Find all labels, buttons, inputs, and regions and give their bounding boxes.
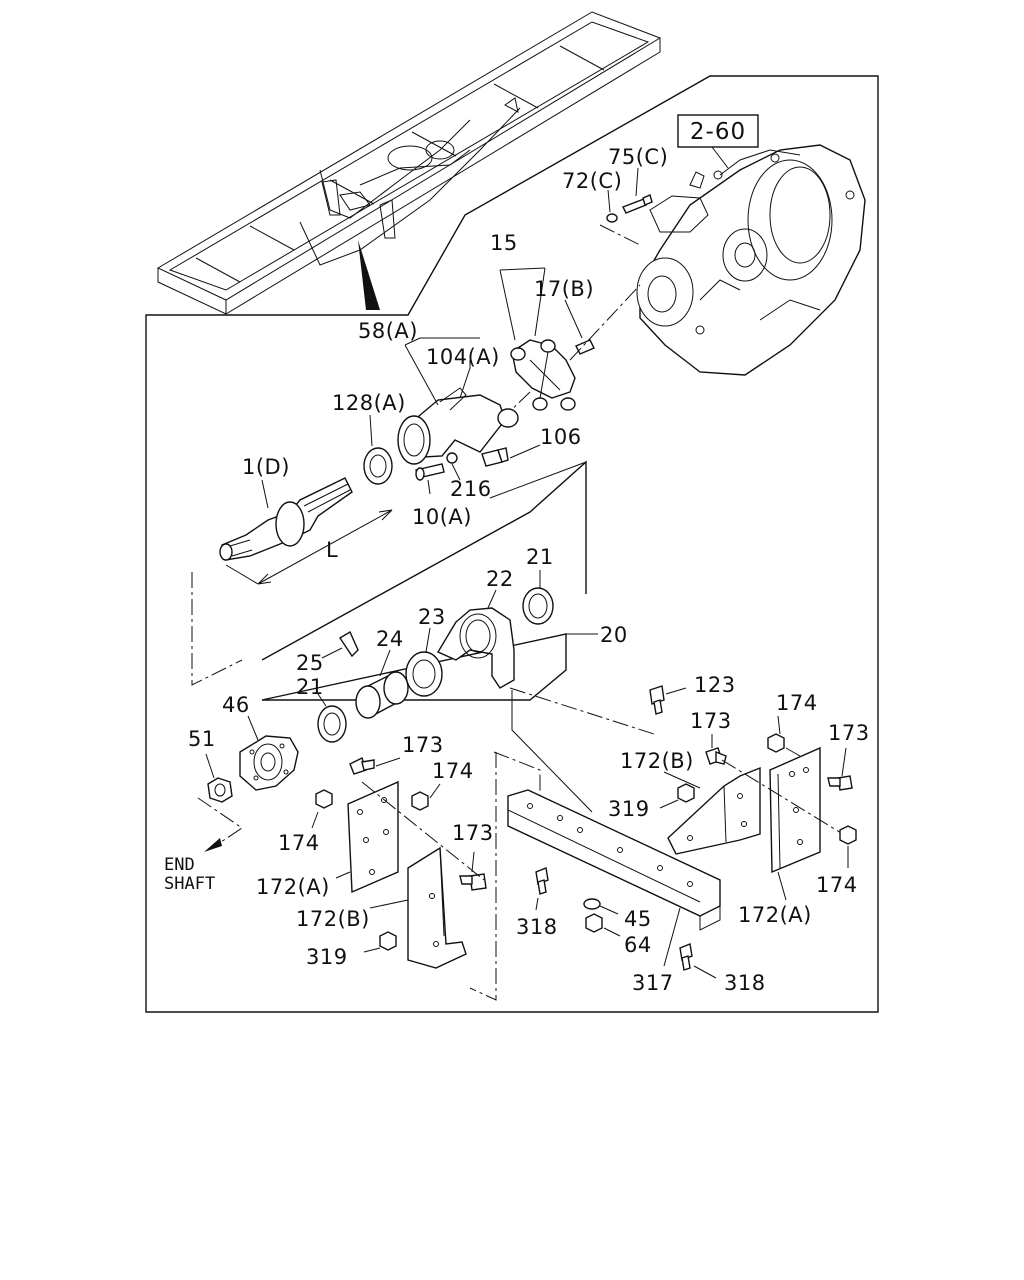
bearing-housing-22-icon [436, 607, 515, 689]
end-shaft-label-1: END [164, 855, 195, 875]
sleeve-24-icon [355, 671, 409, 719]
label-15: 15 [490, 231, 518, 255]
label-10a: 10(A) [412, 505, 472, 529]
label-21-top: 21 [526, 545, 554, 569]
label-174-c: 174 [776, 691, 818, 715]
end-shaft-arrow-icon [204, 838, 222, 852]
plug-104a-icon [497, 408, 519, 428]
nut-174-d-icon [839, 825, 857, 845]
label-174-b: 174 [278, 831, 320, 855]
label-173-b: 173 [452, 821, 494, 845]
label-104a: 104(A) [426, 345, 500, 369]
crossmember-317-icon [507, 789, 721, 931]
label-172b-right: 172(B) [620, 749, 694, 773]
grease-nipple-25-icon [339, 630, 359, 658]
seal-21-left-icon [317, 705, 347, 743]
bracket-20 [261, 460, 587, 701]
ref-box-label: 2-60 [690, 119, 746, 145]
label-72c: 72(C) [562, 169, 622, 193]
label-216: 216 [450, 477, 492, 501]
label-128a: 128(A) [332, 391, 406, 415]
label-174-d: 174 [816, 873, 858, 897]
nut-174-a-icon [411, 791, 429, 811]
bearing-23-icon [405, 651, 443, 697]
yoke-58a-icon [397, 387, 506, 465]
label-17b: 17(B) [534, 277, 594, 301]
bolt-75c-icon [622, 194, 653, 214]
pointer-arrow [358, 240, 380, 310]
label-23: 23 [418, 605, 446, 629]
label-172a-right: 172(A) [738, 903, 812, 927]
label-22: 22 [486, 567, 514, 591]
dimension-l-label: L [326, 538, 338, 562]
nut-174-b-icon [315, 789, 333, 809]
label-25: 25 [296, 651, 324, 675]
end-shaft-label-2: SHAFT [164, 874, 215, 894]
bolt-173-d-icon [827, 775, 853, 791]
transfer-case [636, 144, 866, 376]
label-318-a: 318 [516, 915, 558, 939]
label-24: 24 [376, 627, 404, 651]
washer-45-icon [583, 898, 601, 910]
seal-21-top-icon [522, 587, 554, 625]
ref-box [677, 114, 759, 148]
label-1d: 1(D) [242, 455, 290, 479]
grease-fitting-17b-icon [575, 339, 595, 355]
bolt-318-a-icon [535, 867, 549, 895]
label-64: 64 [624, 933, 652, 957]
label-172a-left: 172(A) [256, 875, 330, 899]
bolt-10a-icon [415, 463, 445, 481]
label-106: 106 [540, 425, 582, 449]
washer-72c-icon [606, 213, 618, 223]
label-172b-left: 172(B) [296, 907, 370, 931]
label-51: 51 [188, 727, 216, 751]
label-173-d: 173 [828, 721, 870, 745]
chassis-overview [156, 11, 662, 315]
bracket-172b-right-icon [667, 766, 761, 855]
label-46: 46 [222, 693, 250, 717]
nut-319-right-icon [677, 783, 695, 803]
universal-joint-icon [510, 339, 576, 411]
bracket-172a-left-icon [347, 780, 399, 894]
dimension-l-line [257, 509, 393, 585]
diagram-frame [145, 75, 879, 1013]
label-45: 45 [624, 907, 652, 931]
label-75c: 75(C) [608, 145, 668, 169]
label-21-left: 21 [296, 675, 324, 699]
label-317: 317 [632, 971, 674, 995]
label-319-right: 319 [608, 797, 650, 821]
nut-174-c-icon [767, 733, 785, 753]
nut-51-icon [207, 777, 233, 803]
bracket-172b-left-icon [407, 846, 467, 969]
bolt-106-icon [481, 447, 509, 467]
label-123: 123 [694, 673, 736, 697]
bolt-173-a-icon [349, 757, 375, 775]
label-174-a: 174 [432, 759, 474, 783]
nut-64-icon [585, 913, 603, 933]
label-319-left: 319 [306, 945, 348, 969]
label-173-a: 173 [402, 733, 444, 757]
label-20: 20 [600, 623, 628, 647]
washer-216-icon [446, 452, 458, 464]
bracket-172a-right-icon [769, 746, 821, 874]
bolt-123-icon [649, 685, 665, 715]
label-318-b: 318 [724, 971, 766, 995]
bolt-173-c-icon [705, 747, 727, 765]
flange-46-icon [239, 735, 299, 791]
nut-319-left-icon [379, 931, 397, 951]
label-58a: 58(A) [358, 319, 418, 343]
seal-128a-icon [363, 447, 393, 485]
label-173-c: 173 [690, 709, 732, 733]
shaft-1d-icon [219, 477, 353, 561]
bolt-173-b-icon [459, 873, 487, 891]
bolt-318-b-icon [679, 943, 693, 971]
